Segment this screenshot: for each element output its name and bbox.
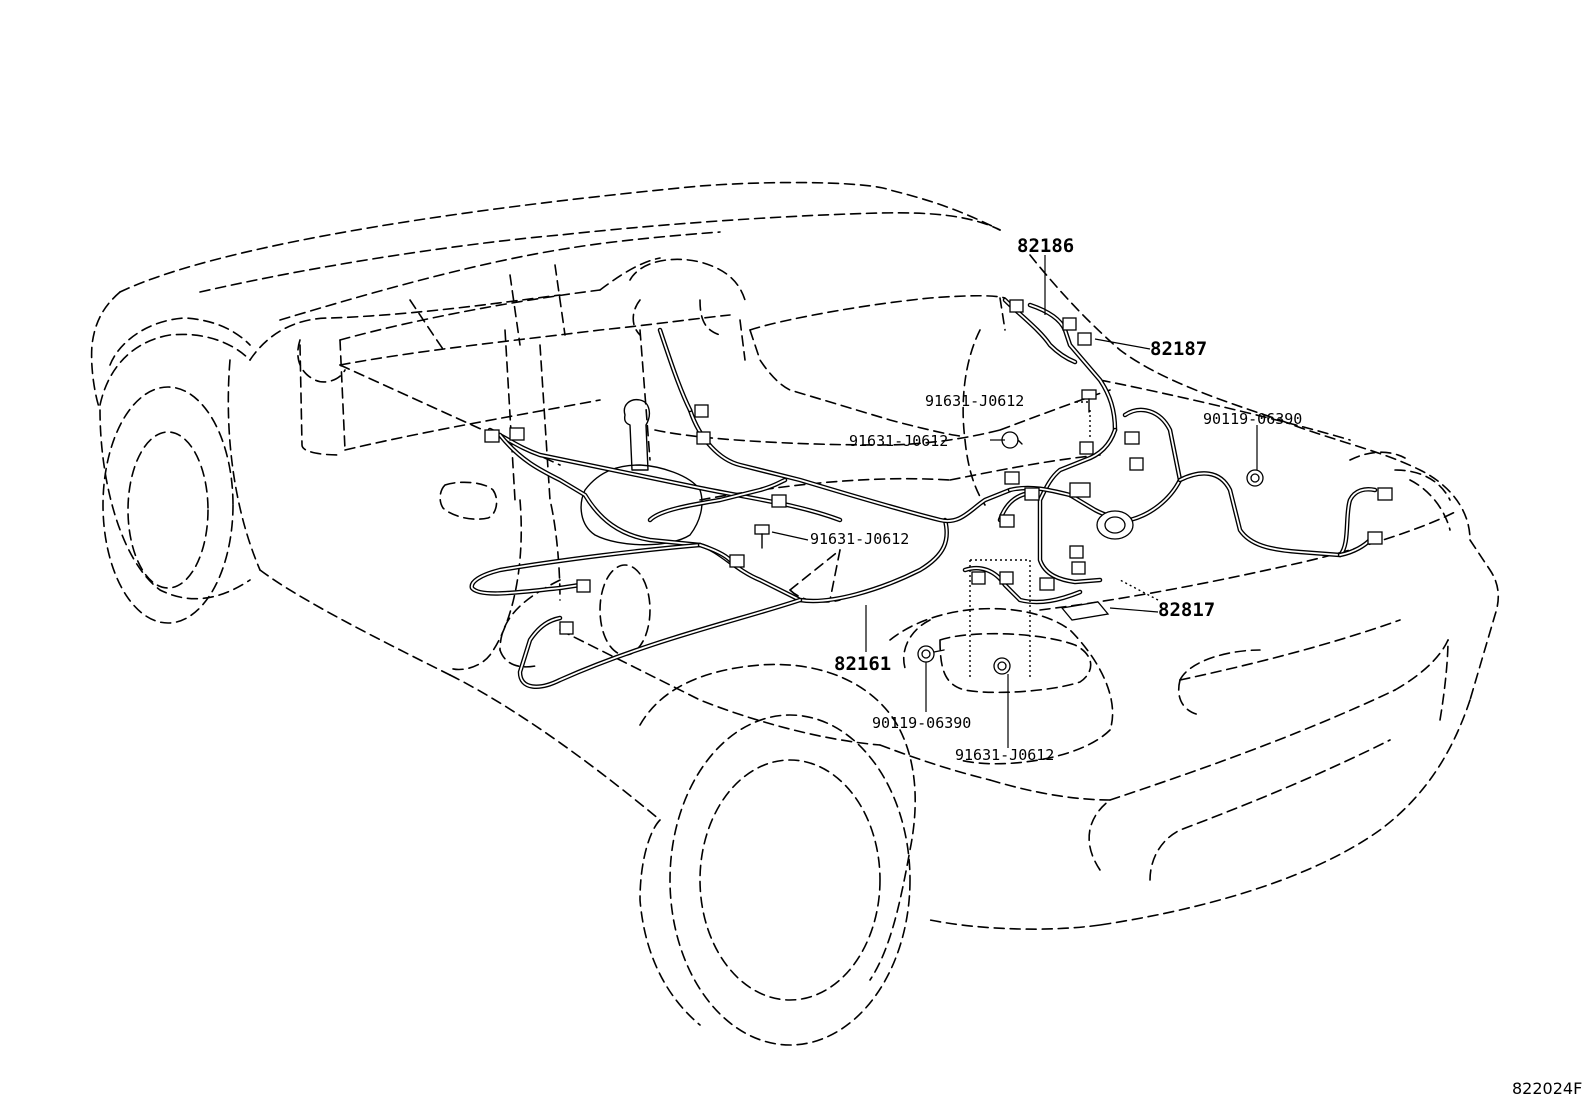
car-body-outline: [90, 181, 1500, 1046]
connector: [1004, 471, 1020, 485]
callout-90119-a: 90119-06390: [1203, 410, 1302, 428]
grommet: [1104, 516, 1126, 534]
bolt-icon: [1081, 389, 1097, 413]
wire-harness-82186: [1002, 297, 1118, 433]
module-82817: [1060, 601, 1110, 621]
connector: [694, 404, 709, 418]
bolt-icon: [754, 524, 770, 549]
callout-82186: 82186: [1017, 235, 1074, 257]
callout-91631-c: 91631-J0612: [810, 530, 909, 548]
connector: [1024, 487, 1040, 501]
connector: [971, 571, 986, 585]
callout-91631-b: 91631-J0612: [849, 432, 948, 450]
fasteners: [754, 389, 1264, 675]
connector: [1069, 482, 1091, 498]
connectors: [484, 299, 1393, 635]
connector: [729, 554, 745, 568]
connector: [1062, 317, 1077, 331]
connector: [509, 427, 525, 441]
connector: [696, 431, 711, 445]
callout-labels: 82186 82187 91631-J0612 90119-06390 9163…: [810, 235, 1302, 764]
clip-icon: [917, 645, 945, 663]
callout-82161: 82161: [834, 653, 891, 675]
bolt-icon: [993, 657, 1011, 675]
connector: [1077, 332, 1092, 346]
connector: [771, 494, 787, 508]
wire-harness-82187: [962, 407, 1378, 605]
callout-91631-a: 91631-J0612: [925, 392, 1024, 410]
clip-icon: [1246, 469, 1264, 487]
connector: [1124, 431, 1140, 445]
connector: [1377, 487, 1393, 501]
connector: [1129, 457, 1144, 471]
connector: [576, 579, 591, 593]
connector: [559, 621, 574, 635]
callout-91631-d: 91631-J0612: [955, 746, 1054, 764]
wire-harness-82161: [469, 327, 1013, 689]
connector: [1009, 299, 1024, 313]
callout-90119-b: 90119-06390: [872, 714, 971, 732]
callout-82817: 82817: [1158, 599, 1215, 621]
connector: [999, 514, 1015, 528]
connector: [1079, 441, 1094, 455]
connector: [1367, 531, 1383, 545]
connector: [1039, 577, 1055, 591]
connector: [1069, 545, 1084, 559]
leader-lines: [771, 255, 1258, 748]
callout-82187: 82187: [1150, 338, 1207, 360]
diagram-code: 822024F: [1512, 1079, 1582, 1098]
connector: [484, 429, 500, 443]
connector: [999, 571, 1014, 585]
connector: [1071, 561, 1086, 575]
